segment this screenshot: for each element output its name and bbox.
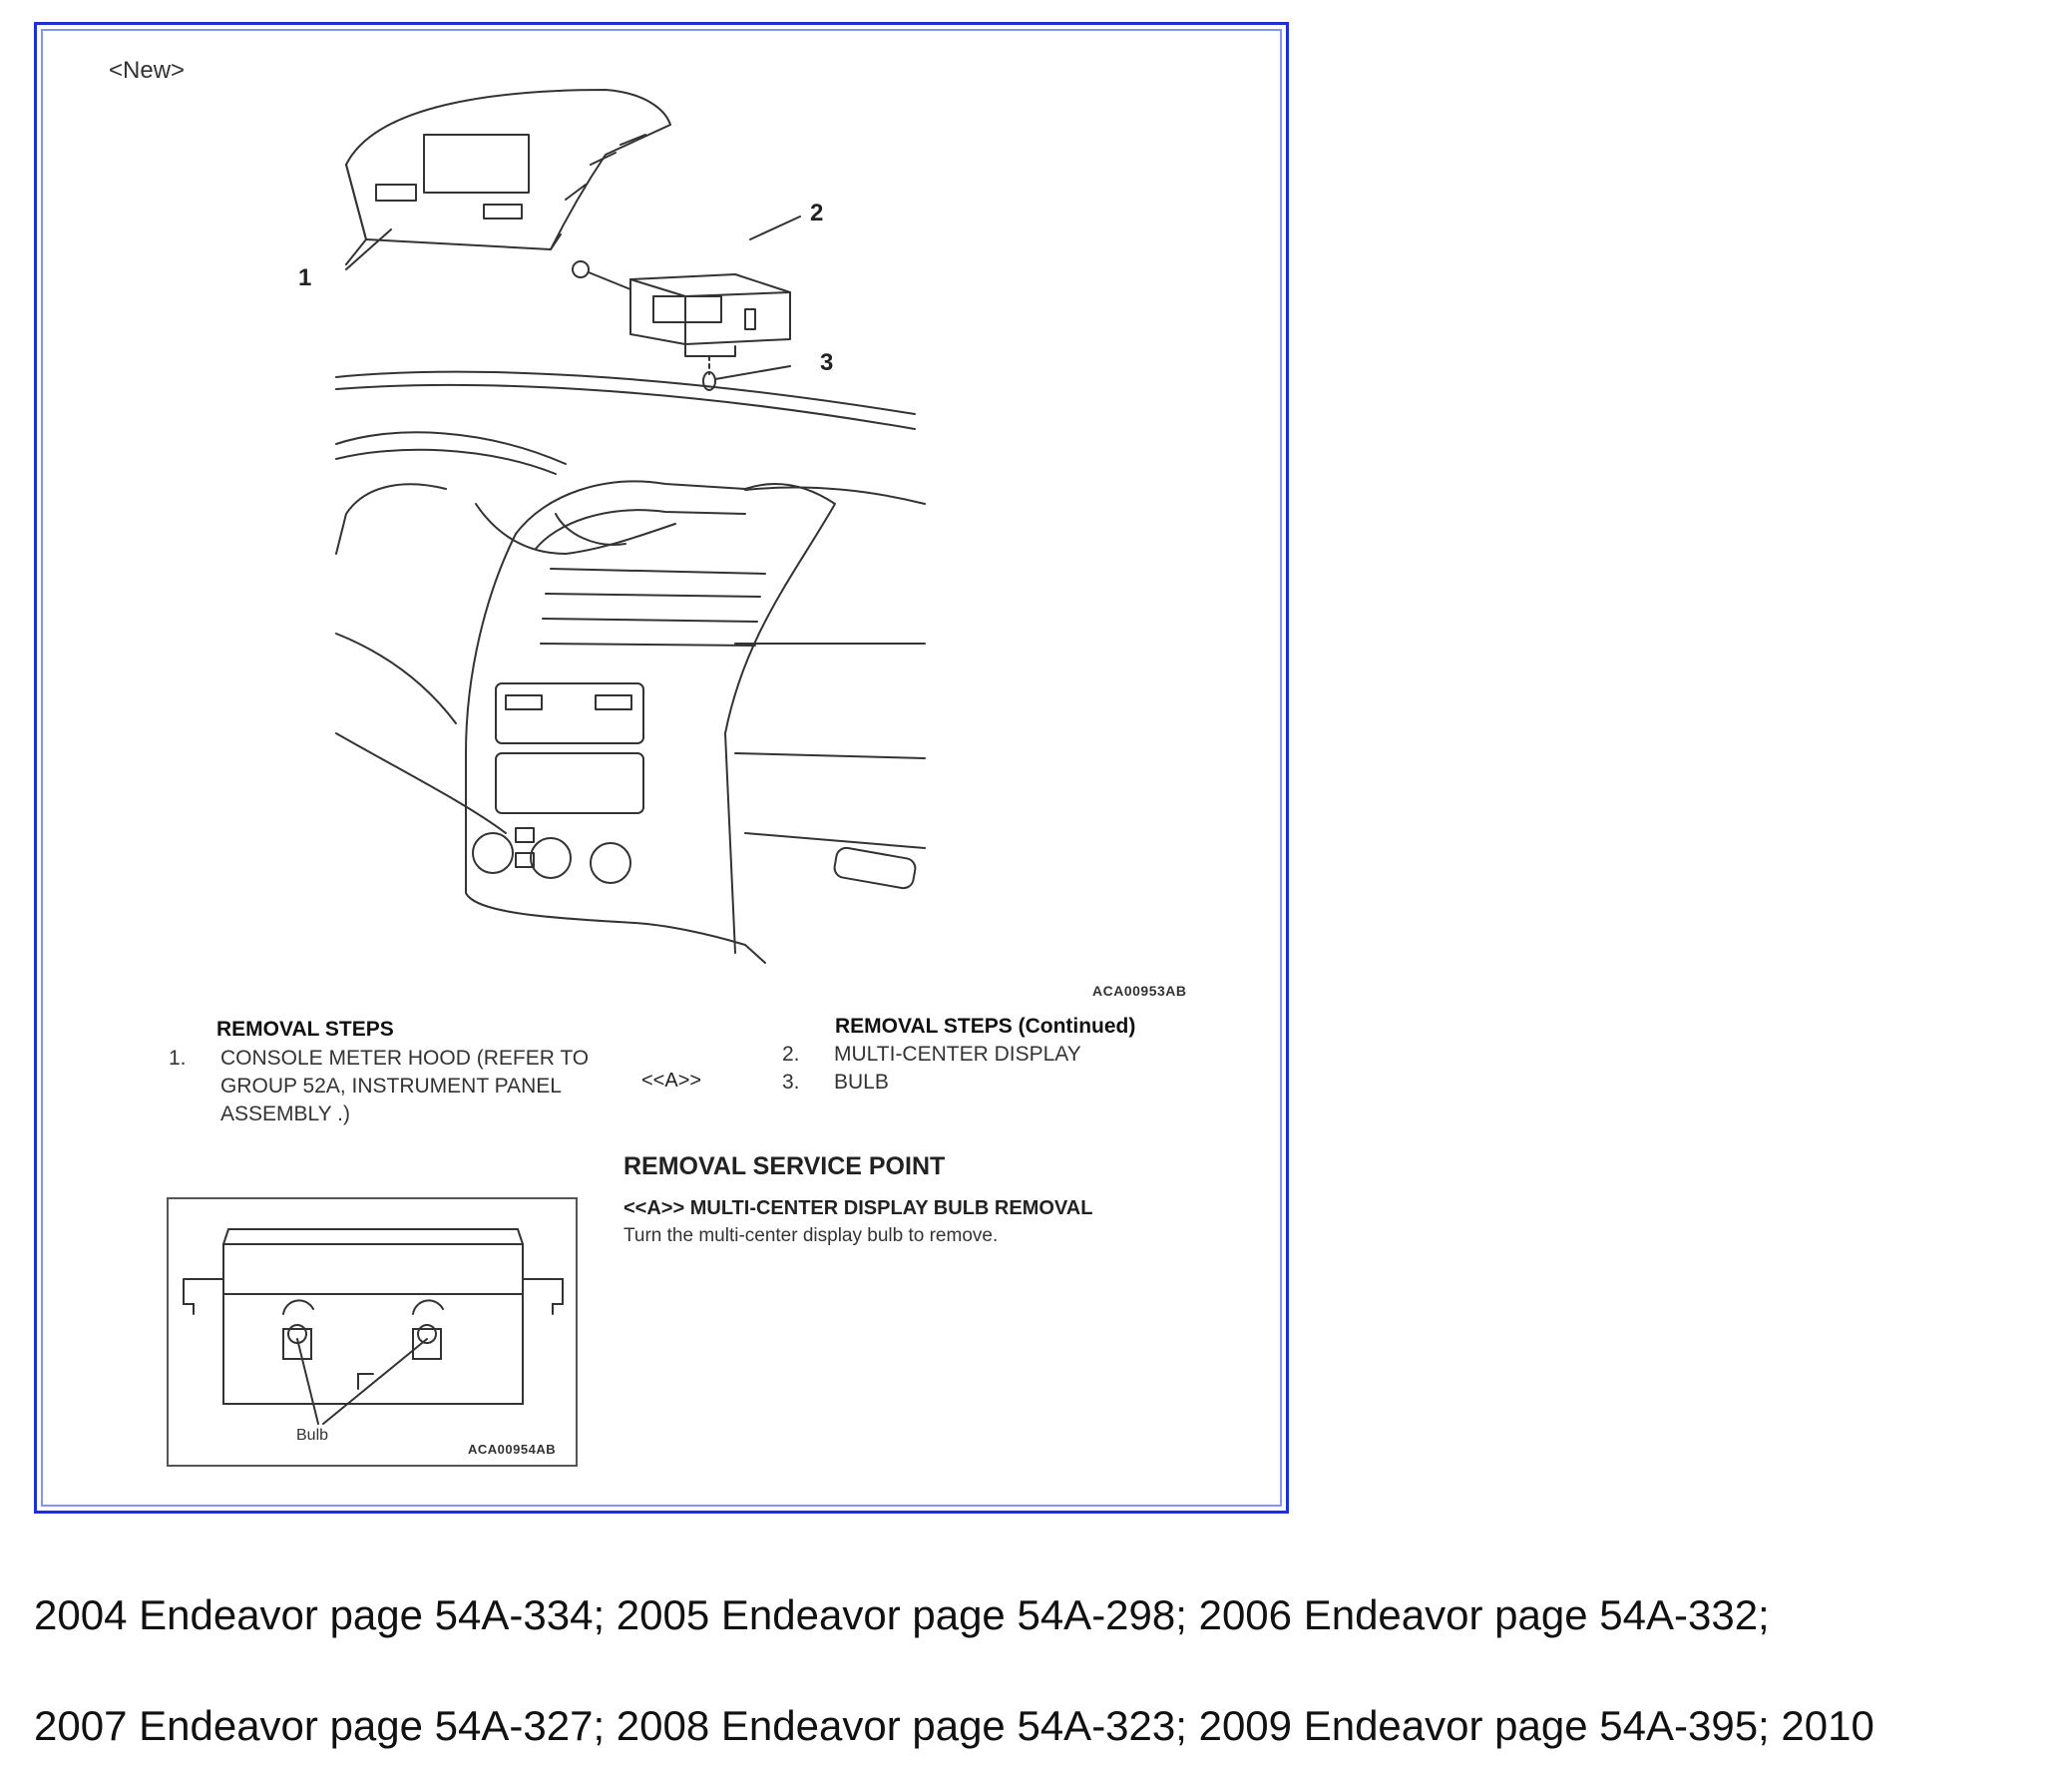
removal-step-2: 2. MULTI-CENTER DISPLAY [782,1041,1221,1069]
step-number: 1. [169,1047,187,1070]
service-point-instruction: Turn the multi-center display bulb to re… [623,1225,999,1246]
footer-reference-line-2: 2007 Endeavor page 54A-327; 2008 Endeavo… [34,1702,1874,1749]
figure-code-main: ACA00953AB [1092,983,1187,999]
bulb-detail-figure: Bulb ACA00954AB [167,1197,578,1467]
manual-page-content: <New> [47,35,1276,1501]
step-text: CONSOLE METER HOOD (REFER TO GROUP 52A, … [220,1047,590,1125]
removal-step-1: 1. CONSOLE METER HOOD (REFER TO GROUP 52… [169,1045,608,1128]
exploded-view-diagram [335,89,926,964]
removal-step-3: 3. BULB [782,1069,1221,1097]
callout-1: 1 [298,264,312,291]
callout-3: 3 [820,349,834,376]
variant-label: <New> [109,57,186,84]
figure-code-detail: ACA00954AB [468,1442,557,1457]
bulb-drawing [702,355,791,391]
callout-2: 2 [810,200,824,226]
bulb-label: Bulb [296,1427,329,1444]
step-text: MULTI-CENTER DISPLAY [834,1043,1081,1066]
footer-reference-line-1: 2004 Endeavor page 54A-334; 2005 Endeavo… [34,1591,1770,1638]
service-point-subtitle: <<A>> MULTI-CENTER DISPLAY BULB REMOVAL [623,1197,1093,1219]
removal-service-point-title: REMOVAL SERVICE POINT [623,1152,946,1180]
service-point-marker: <<A>> [641,1070,702,1092]
step-number: 2. [782,1043,800,1066]
step-text: BULB [834,1071,889,1094]
bulb-detail-drawing [183,1228,564,1425]
removal-steps-continued-heading: REMOVAL STEPS (Continued) [835,1015,1136,1038]
removal-steps-heading: REMOVAL STEPS [216,1018,394,1041]
console-meter-hood-drawing [345,89,671,265]
dashboard-drawing [335,370,926,964]
multi-center-display-drawing [572,260,791,357]
manual-page-frame: <New> [34,22,1289,1514]
step-number: 3. [782,1071,800,1094]
